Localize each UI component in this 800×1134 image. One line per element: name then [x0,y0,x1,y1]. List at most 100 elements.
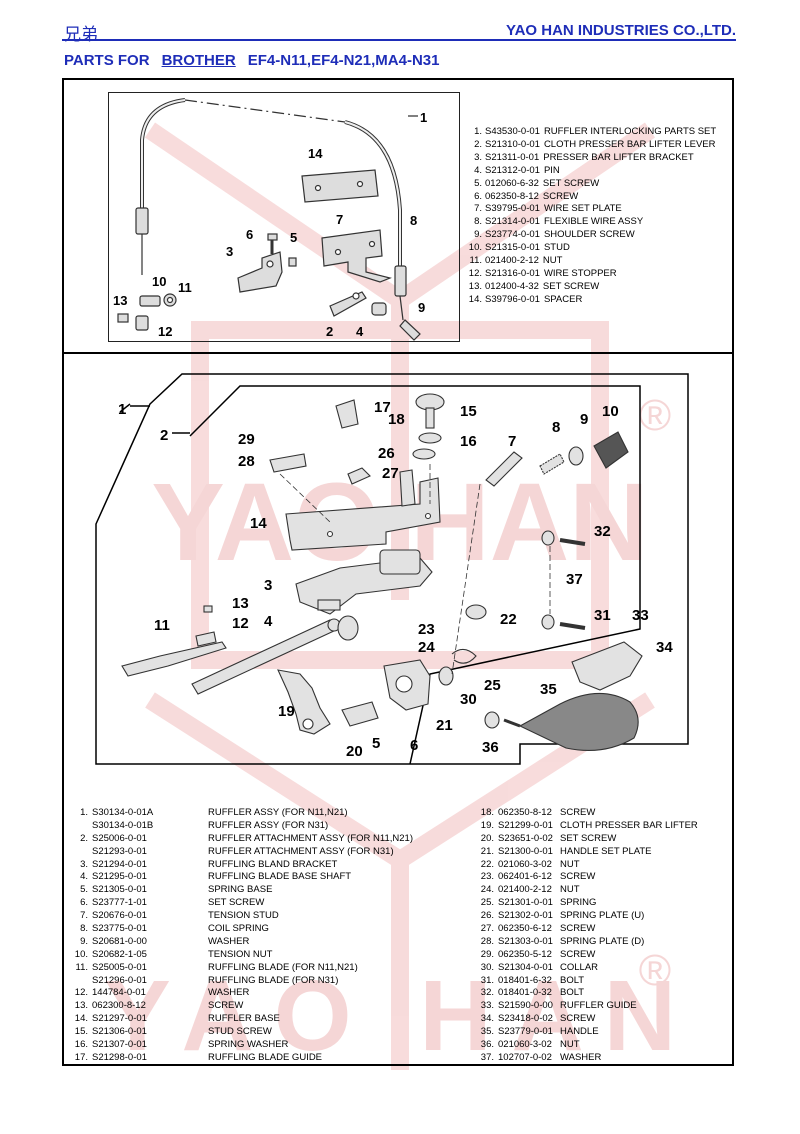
top-callout-12: 12 [158,324,172,339]
part-number: 14. [74,1013,88,1025]
part-description: SET SCREW [208,897,265,909]
part-description: RUFFLER GUIDE [560,1000,637,1012]
part-code: S39796-0-01 [485,293,540,305]
part-number: 12. [468,267,482,279]
part-number: 10. [74,948,88,960]
part-description: CLOTH PRESSER BAR LIFTER [560,819,698,831]
part-number: 4. [80,871,88,883]
part-number: 10. [468,242,482,254]
callout-3: 3 [264,577,272,594]
part-description: SET SCREW [542,280,600,292]
part-description: NUT [560,1039,580,1051]
part-code: S21310-0-01 [485,138,540,150]
part-number: 1. [474,126,482,137]
part-number: 7. [474,203,482,215]
part-code: S21305-0-01 [92,884,147,896]
subtitle-models: EF4-N11,EF4-N21,MA4-N31 [247,52,440,69]
part-code: S20681-0-00 [92,935,147,947]
part-description: BOLT [560,987,585,999]
part-code: 062350-8-12 [485,190,539,202]
part-number: 13. [74,1000,88,1012]
callout-28: 28 [238,453,255,470]
part-code: 021400-2-12 [498,884,552,896]
part-description: COIL SPRING [208,923,269,935]
part-code: S20676-0-01 [92,910,147,922]
part-description: PRESSER BAR LIFTER BRACKET [543,151,694,163]
callout-2: 2 [160,427,168,444]
part-description: HANDLE SET PLATE [560,845,652,857]
callout-9: 9 [580,411,588,428]
part-code: S23774-0-01 [485,229,540,241]
top-callout-11: 11 [178,280,192,295]
part-number: 32. [480,987,494,999]
part-number: 8. [80,923,88,935]
callout-27: 27 [382,465,399,482]
part-description: WIRE SET PLATE [543,203,622,215]
part-number: 6. [474,190,482,202]
part-description: RUFFLER ATTACHMENT ASSY (FOR N31) [208,845,394,857]
part-description: SCREW [208,1000,244,1012]
part-number: 34. [480,1013,494,1025]
part-description: SCREW [560,871,596,883]
part-number: 26. [480,910,494,922]
part-description: SET SCREW [542,177,600,189]
callout-19: 19 [278,703,295,720]
part-number: 24. [480,884,494,896]
part-description: RUFFLING BLADE (FOR N11,N21) [208,961,358,973]
part-number: 7. [80,910,88,922]
part-code: 012400-4-32 [485,280,539,292]
part-number: 1. [80,807,88,818]
part-code: 012060-6-32 [485,177,539,189]
part-description: SCREW [542,190,579,202]
callout-4: 4 [264,613,273,630]
part-code: 062350-8-12 [498,807,552,818]
part-code: S30134-0-01A [92,807,154,818]
part-description: RUFFLER ASSY (FOR N11,N21) [208,807,348,818]
part-number: 3. [474,151,482,163]
top-callout-1: 1 [420,110,427,125]
top-diagram-panel [108,92,460,342]
part-code: 062401-6-12 [498,871,552,883]
part-description: SCREW [560,923,596,935]
part-code: 102707-0-02 [498,1051,552,1063]
part-number: 29. [480,948,494,960]
part-number: 3. [80,858,88,870]
part-number: 12. [74,987,88,999]
part-code: S20682-1-05 [92,948,147,960]
part-number: 15. [74,1026,88,1038]
part-number: 28. [480,935,494,947]
part-code: 144784-0-01 [92,987,146,999]
part-code: S21314-0-01 [485,216,540,228]
top-callout-14: 14 [308,146,323,161]
part-description: SPACER [543,293,583,305]
part-number: 9. [80,935,88,947]
callout-7: 7 [508,433,516,450]
callout-13: 13 [232,595,249,612]
part-description: HANDLE [560,1026,599,1038]
part-description: NUT [560,858,580,870]
callout-16: 16 [460,433,477,450]
callout-37: 37 [566,571,583,588]
part-description: STUD [543,242,570,254]
part-code: S21298-0-01 [92,1051,147,1063]
part-description: BOLT [560,974,585,986]
part-description: SPRING PLATE (U) [560,910,645,922]
part-number: 25. [480,897,494,909]
